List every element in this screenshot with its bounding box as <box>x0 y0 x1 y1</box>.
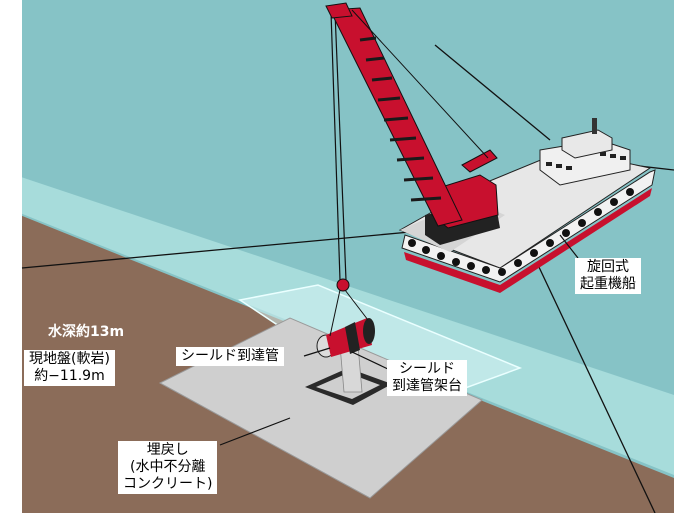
backfill-label: 埋戻し (水中不分離 コンクリート) <box>118 441 218 494</box>
barge-waterline <box>404 188 652 293</box>
crane-backstay <box>351 9 489 159</box>
deckhouse-windows <box>546 152 626 170</box>
mast <box>592 118 597 134</box>
leader-shield-stand <box>351 351 391 371</box>
crane-boom <box>329 7 463 227</box>
crane-a-frame <box>461 149 498 173</box>
shield-stand-label: シールド 到達管架台 <box>387 360 467 396</box>
lift-wire-2 <box>344 289 369 321</box>
backfill-line2: (水中不分離 <box>130 459 206 475</box>
ground-level-line2: 約−11.9m <box>34 368 105 384</box>
mooring-line-bottom <box>537 264 656 513</box>
shield-stand-line1: シールド <box>399 361 455 377</box>
backfill-line1: 埋戻し <box>146 442 189 458</box>
hook-block <box>336 278 350 292</box>
left-margin <box>0 0 22 513</box>
water-depth-label: 水深約13m <box>48 324 124 341</box>
leader-backfill <box>219 417 291 446</box>
mooring-line-left <box>21 231 411 269</box>
lift-wire-1 <box>329 289 341 337</box>
deckhouse-upper <box>561 129 613 159</box>
crane-boom-lattice <box>359 36 442 202</box>
ground-level-label: 現地盤(軟岩) 約−11.9m <box>24 350 115 386</box>
crane-ship-line2: 起重機船 <box>580 276 636 292</box>
crane-boom-tip <box>325 2 353 19</box>
shield-stand-line2: 到達管架台 <box>392 378 462 394</box>
crane-ship-label: 旋回式 起重機船 <box>575 258 641 294</box>
water-depth-text: 水深約13m <box>48 324 125 340</box>
mooring-line-top <box>434 44 551 141</box>
shield-pipe-label: シールド到達管 <box>176 347 284 366</box>
barge-fenders <box>408 188 634 276</box>
pipe-rear-end <box>363 318 375 344</box>
pipe-band <box>345 322 360 354</box>
barge-hull-side <box>401 169 656 283</box>
leader-shield-pipe <box>303 347 331 357</box>
ground-level-line1: 現地盤(軟岩) <box>29 351 110 367</box>
leader-crane-ship <box>559 234 579 259</box>
backfill-line3: コンクリート) <box>123 476 213 492</box>
crane-ship-line1: 旋回式 <box>587 259 629 275</box>
shield-pipe-text: シールド到達管 <box>181 348 279 364</box>
hoist-rope-2 <box>334 11 347 281</box>
hoist-rope-1 <box>330 11 341 281</box>
